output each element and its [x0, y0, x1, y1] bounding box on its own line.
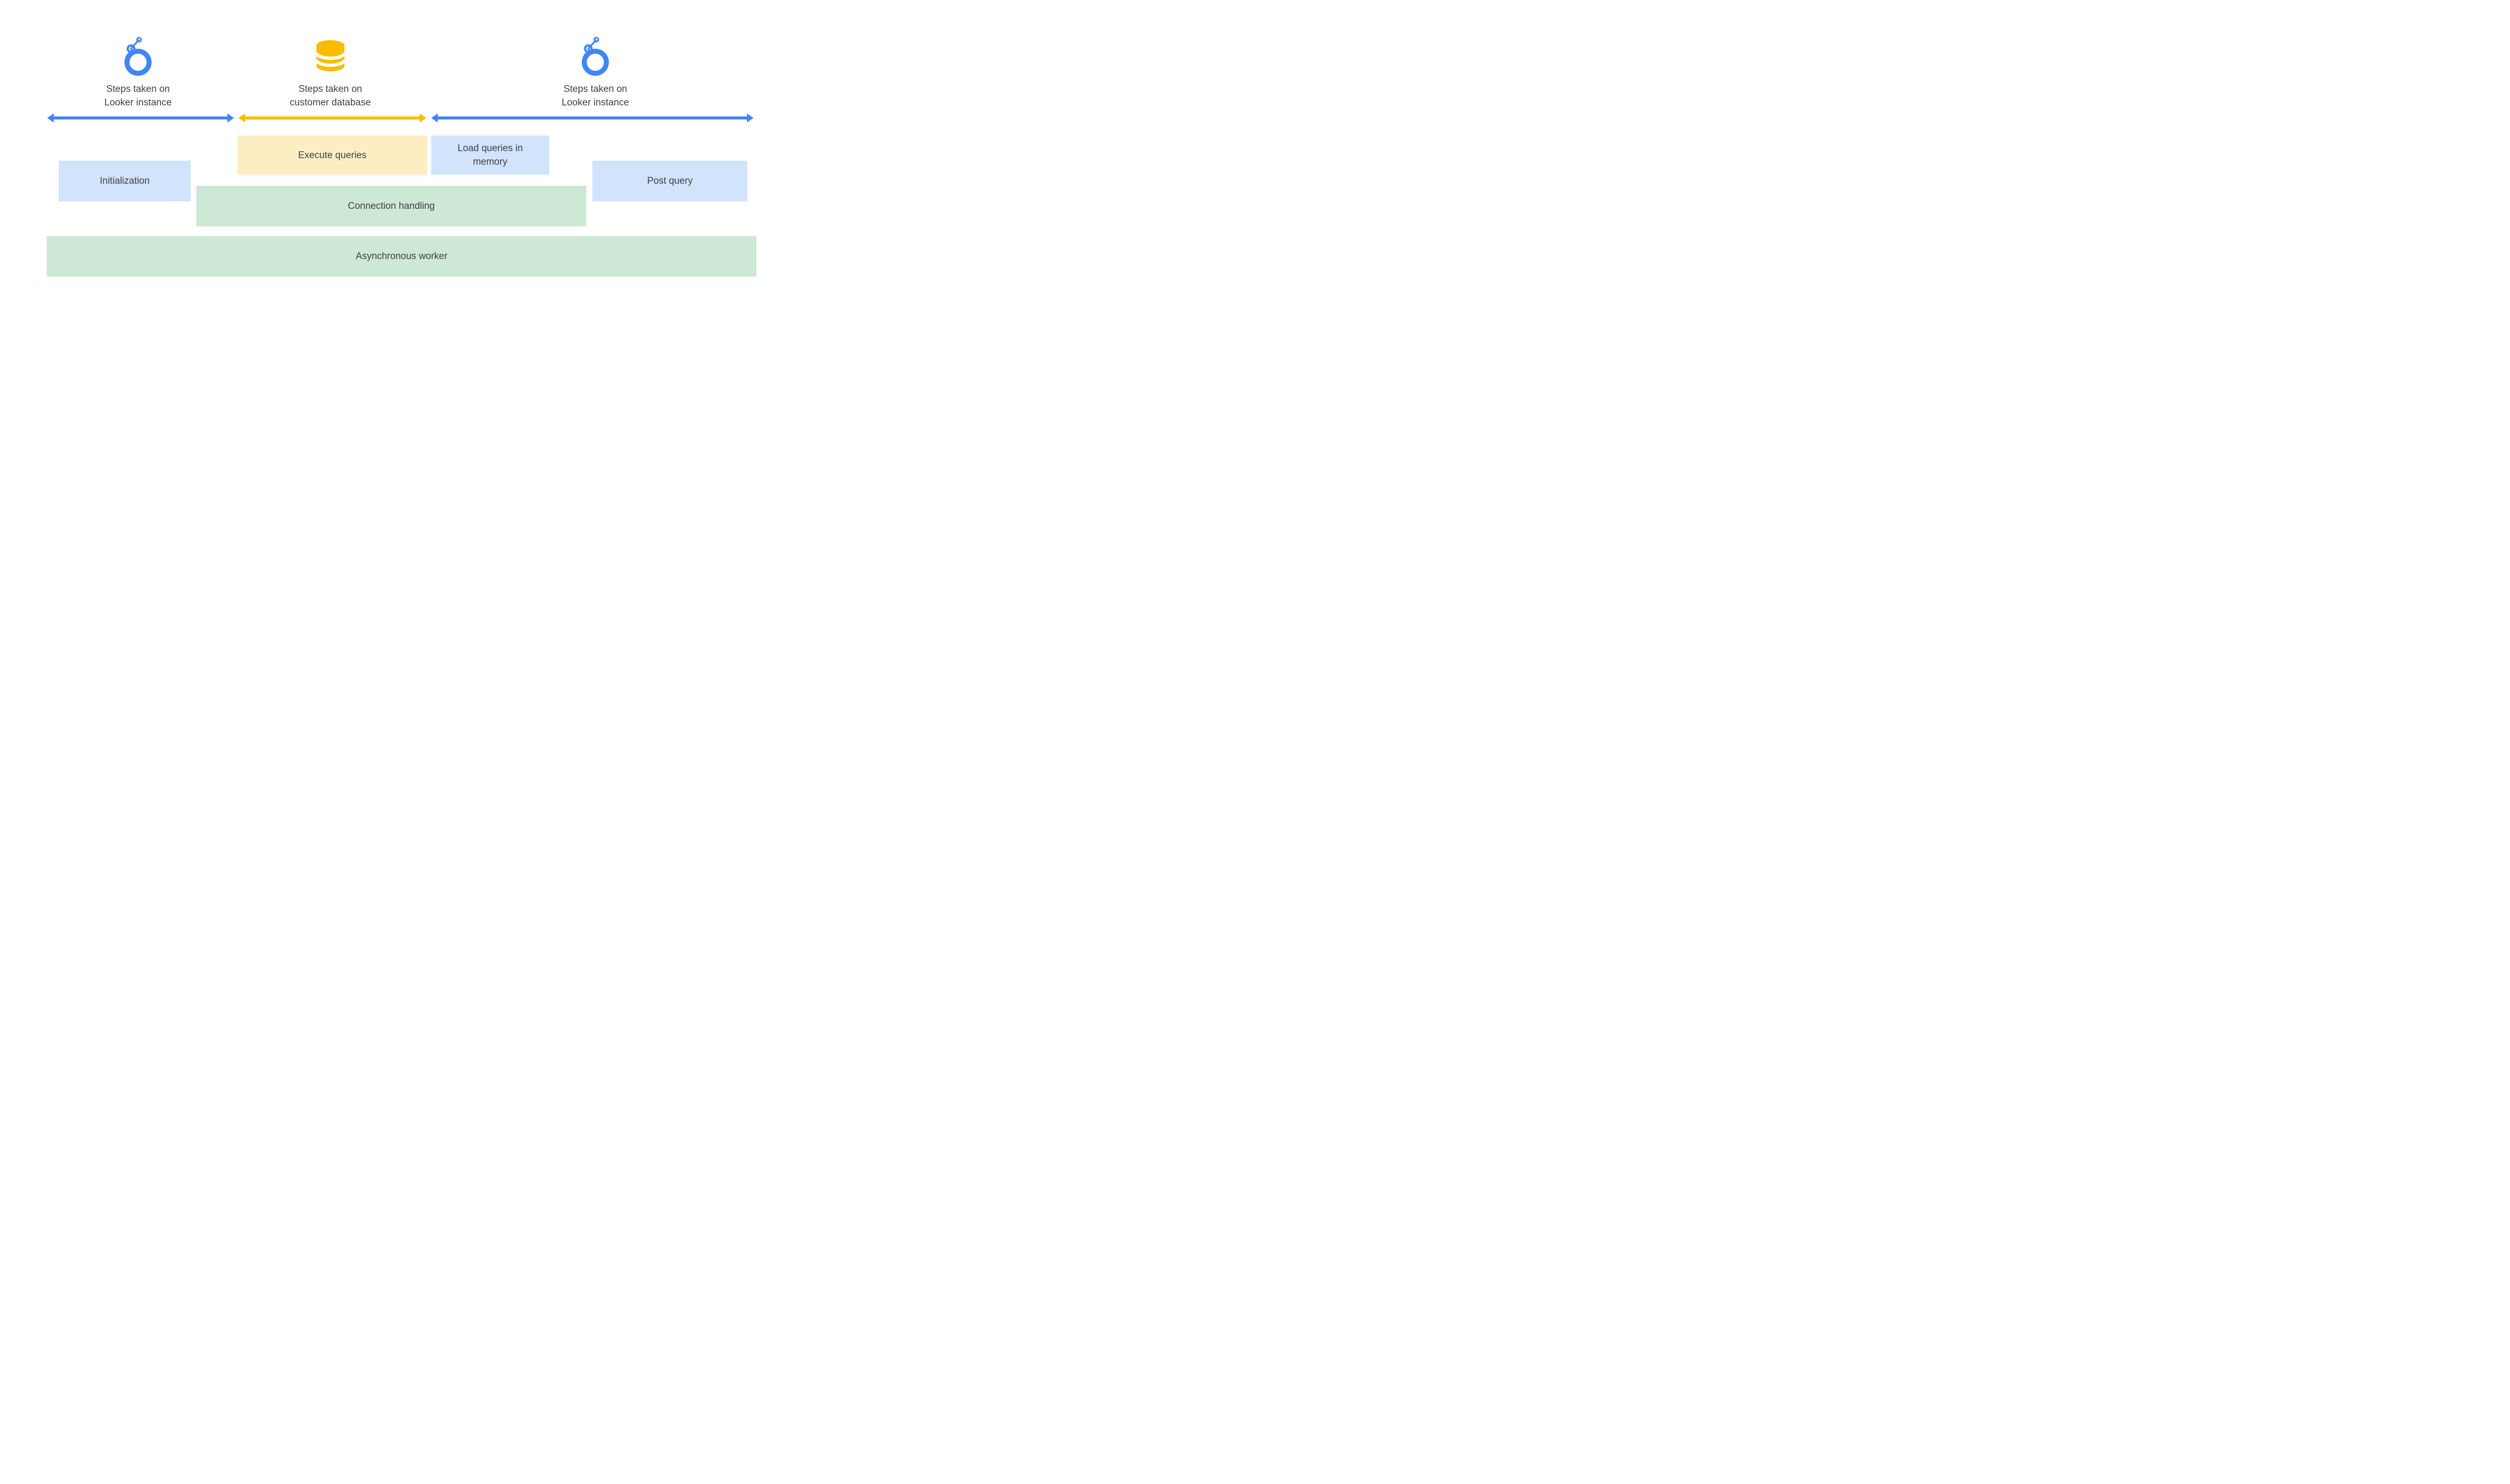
section-label-line2: Looker instance — [104, 97, 172, 108]
looker-icon-big-ring — [582, 49, 609, 76]
box-connection-handling: Connection handling — [196, 186, 586, 226]
section-label-line1: Steps taken on — [563, 84, 628, 94]
box-initialization: Initialization — [59, 161, 191, 201]
box-label: Connection handling — [347, 201, 435, 211]
icon-slot — [122, 35, 154, 76]
looker-icon-tiny-ring — [136, 37, 142, 43]
box-label: Initialization — [99, 176, 150, 186]
span-arrow-looker-right — [431, 113, 754, 122]
arrow-head-left-icon — [238, 113, 245, 122]
box-post-query: Post query — [592, 161, 747, 201]
database-icon-gap-upper — [316, 52, 345, 60]
box-asynchronous-worker: Asynchronous worker — [47, 236, 757, 277]
span-arrow-looker-left — [47, 113, 234, 122]
looker-icon-big-ring — [124, 49, 152, 76]
box-label: Load queries in memory — [457, 143, 523, 167]
box-label: Execute queries — [298, 150, 367, 161]
section-header-looker-left: Steps taken on Looker instance — [104, 35, 172, 109]
section-label: Steps taken on Looker instance — [104, 82, 172, 109]
arrow-head-left-icon — [431, 113, 438, 122]
diagram-canvas: Steps taken on Looker instance Steps tak… — [0, 0, 803, 297]
arrow-head-right-icon — [227, 113, 234, 122]
box-label: Asynchronous worker — [355, 251, 448, 262]
box-label: Post query — [647, 176, 693, 186]
section-label-line1: Steps taken on — [298, 84, 362, 94]
database-icon-gap-lower — [316, 59, 345, 67]
span-arrow-database — [238, 113, 426, 122]
arrow-head-right-icon — [747, 113, 754, 122]
arrow-head-left-icon — [47, 113, 54, 122]
box-load-queries-in-memory: Load queries in memory — [431, 136, 549, 175]
icon-slot — [316, 35, 345, 76]
section-header-looker-right: Steps taken on Looker instance — [562, 35, 629, 109]
section-label-line2: customer database — [290, 97, 371, 108]
looker-icon — [124, 37, 152, 76]
box-execute-queries: Execute queries — [237, 136, 427, 175]
icon-slot — [580, 35, 611, 76]
section-label: Steps taken on Looker instance — [562, 82, 629, 109]
looker-icon — [582, 37, 609, 76]
section-label-line2: Looker instance — [561, 97, 630, 108]
arrow-head-right-icon — [420, 113, 426, 122]
section-label-line1: Steps taken on — [106, 84, 170, 94]
database-icon — [316, 40, 345, 71]
section-header-database: Steps taken on customer database — [290, 35, 371, 109]
looker-icon-tiny-ring — [593, 37, 599, 43]
section-label: Steps taken on customer database — [290, 82, 371, 109]
